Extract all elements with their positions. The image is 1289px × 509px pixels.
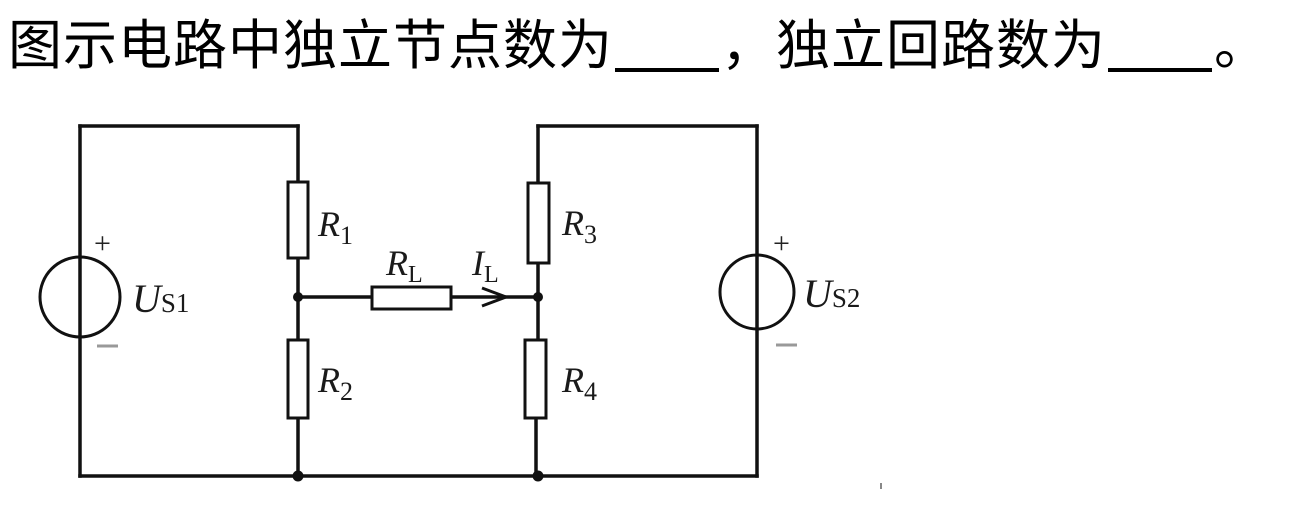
label-r4: R4 — [561, 360, 597, 406]
label-r1: R1 — [317, 204, 353, 250]
resistor-r3 — [526, 181, 551, 265]
label-r3: R3 — [561, 203, 597, 249]
us2-plus-sign: + — [773, 227, 790, 260]
junction-node-right-mid — [533, 292, 543, 302]
us1-plus-sign: + — [94, 227, 111, 260]
question-part-1: 图示电路中独立节点数为 — [8, 14, 613, 77]
label-us2: US2 — [803, 271, 860, 316]
voltage-source-us1 — [38, 255, 122, 339]
current-arrow-icon — [481, 286, 511, 308]
label-il: IL — [471, 243, 499, 288]
voltage-source-us2 — [718, 253, 796, 331]
question-text: 图示电路中独立节点数为 ，独立回路数为 。 — [8, 8, 1269, 88]
junction-node-right-bottom — [532, 470, 544, 482]
label-rl: RL — [385, 243, 423, 288]
resistor-r1 — [286, 180, 310, 260]
junction-node-left-mid — [293, 292, 303, 302]
resistor-r4 — [523, 338, 548, 420]
stray-mark — [880, 483, 882, 489]
label-r2: R2 — [317, 360, 353, 406]
resistor-r2 — [286, 338, 310, 420]
answer-blank-nodes[interactable] — [615, 8, 719, 72]
label-us1: US1 — [132, 276, 189, 321]
answer-blank-loops[interactable] — [1108, 8, 1212, 72]
junction-node-left-bottom — [292, 470, 304, 482]
question-part-2: ，独立回路数为 — [721, 14, 1106, 77]
question-end: 。 — [1214, 14, 1269, 77]
resistor-rl — [370, 285, 453, 311]
